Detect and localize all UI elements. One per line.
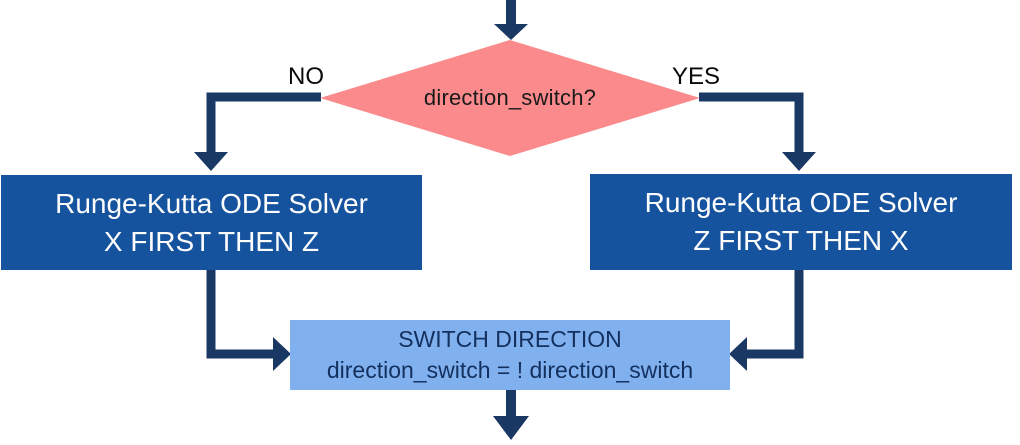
yes-label: YES (672, 63, 721, 90)
solver-box-z-first: Runge-Kutta ODE Solver Z FIRST THEN X (590, 174, 1012, 270)
solver-box-z-first-line1: Runge-Kutta ODE Solver (644, 187, 958, 218)
arrow-out-of-switch (493, 390, 529, 440)
connector-left-to-switch (206, 270, 291, 371)
switch-direction-expression: direction_switch = ! direction_switch (326, 357, 694, 383)
no-label: NO (288, 63, 324, 90)
switch-direction-box: SWITCH DIRECTION direction_switch = ! di… (290, 320, 730, 390)
solver-box-x-first: Runge-Kutta ODE Solver X FIRST THEN Z (1, 175, 422, 270)
switch-direction-title: SWITCH DIRECTION (398, 326, 622, 352)
solver-box-x-first-line1: Runge-Kutta ODE Solver (55, 187, 368, 219)
connector-right-to-switch (729, 270, 804, 371)
decision-label: direction_switch? (423, 85, 597, 110)
solver-box-x-first-line2: X FIRST THEN Z (103, 225, 320, 257)
solver-box-z-first-line2: Z FIRST THEN X (693, 225, 909, 256)
connector-yes-branch (699, 92, 816, 171)
connector-no-branch (194, 92, 321, 171)
arrow-into-decision (494, 0, 528, 40)
